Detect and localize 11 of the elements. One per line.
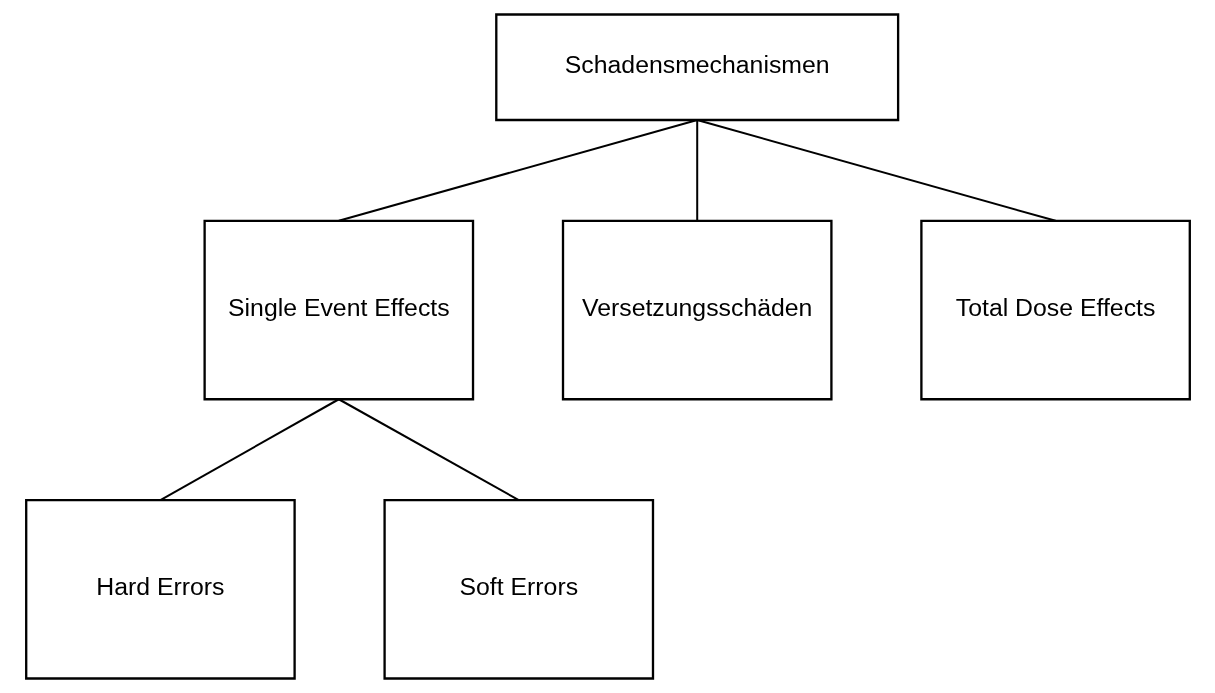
- node-box: Single Event Effects: [202, 219, 474, 401]
- connector: [338, 119, 697, 222]
- node-box: Soft Errors: [382, 498, 654, 680]
- node-box: Hard Errors: [24, 498, 296, 680]
- node-box: Schadensmechanismen: [494, 13, 899, 122]
- connector: [337, 398, 519, 501]
- connector: [695, 120, 698, 221]
- node-box: Total Dose Effects: [919, 219, 1191, 401]
- connector: [696, 119, 1056, 222]
- node-box: Versetzungsschäden: [561, 219, 833, 401]
- connector: [159, 398, 339, 501]
